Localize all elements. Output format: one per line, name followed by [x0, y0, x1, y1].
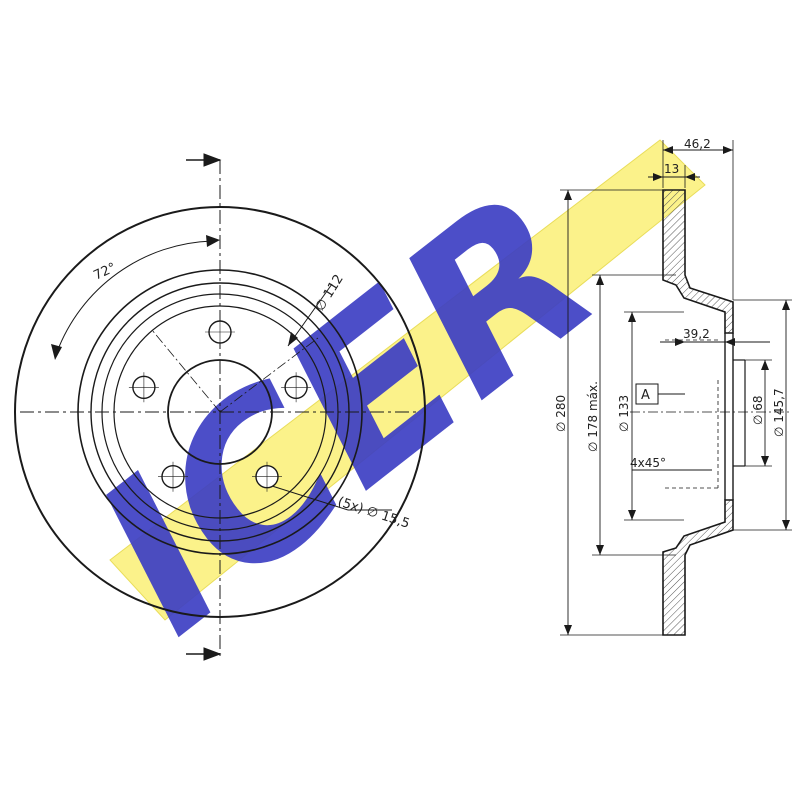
disc-section-bottom [662, 499, 734, 636]
chamfer-label: 4x45° [630, 456, 666, 470]
friction-ring-inner-circle [77, 269, 363, 555]
hub-face-circle [113, 305, 327, 519]
angle-arc [56, 240, 213, 353]
front-view [14, 153, 426, 661]
center-bore-circle [167, 359, 273, 465]
section-arrow-bottom [186, 647, 222, 661]
angle-ray [219, 337, 319, 413]
hat-outer-circle [90, 282, 350, 542]
pcd-leader-arrow [288, 332, 298, 346]
angle-label: 72° [91, 260, 118, 283]
dim-39-label: 39,2 [683, 327, 710, 341]
section-arrow-top [186, 153, 222, 167]
dim-46-label: 46,2 [684, 137, 711, 151]
dim-178-label: ∅ 178 máx. [586, 381, 600, 452]
side-view [560, 140, 792, 636]
angle-arc-arrow-start [206, 235, 220, 247]
icer-watermark: ICER [52, 139, 706, 680]
hat-inner-circle [101, 293, 339, 531]
disc-section-top [662, 189, 734, 334]
outer-rim-circle [14, 206, 426, 618]
dim-145-label: ∅ 145,7 [772, 388, 786, 437]
pcd-leader [287, 283, 333, 347]
bolt-holes [128, 317, 312, 492]
watermark-yellow-band [109, 139, 706, 621]
angle-arc-arrow-end [51, 344, 62, 360]
bolt-dim-leader [271, 485, 349, 511]
datum-label: A [641, 388, 650, 403]
dim-68-label: ∅ 68 [751, 395, 765, 425]
dim-280-label: ∅ 280 [554, 395, 568, 432]
dim-13-label: 13 [664, 162, 679, 176]
dim-133-label: ∅ 133 [617, 395, 631, 432]
